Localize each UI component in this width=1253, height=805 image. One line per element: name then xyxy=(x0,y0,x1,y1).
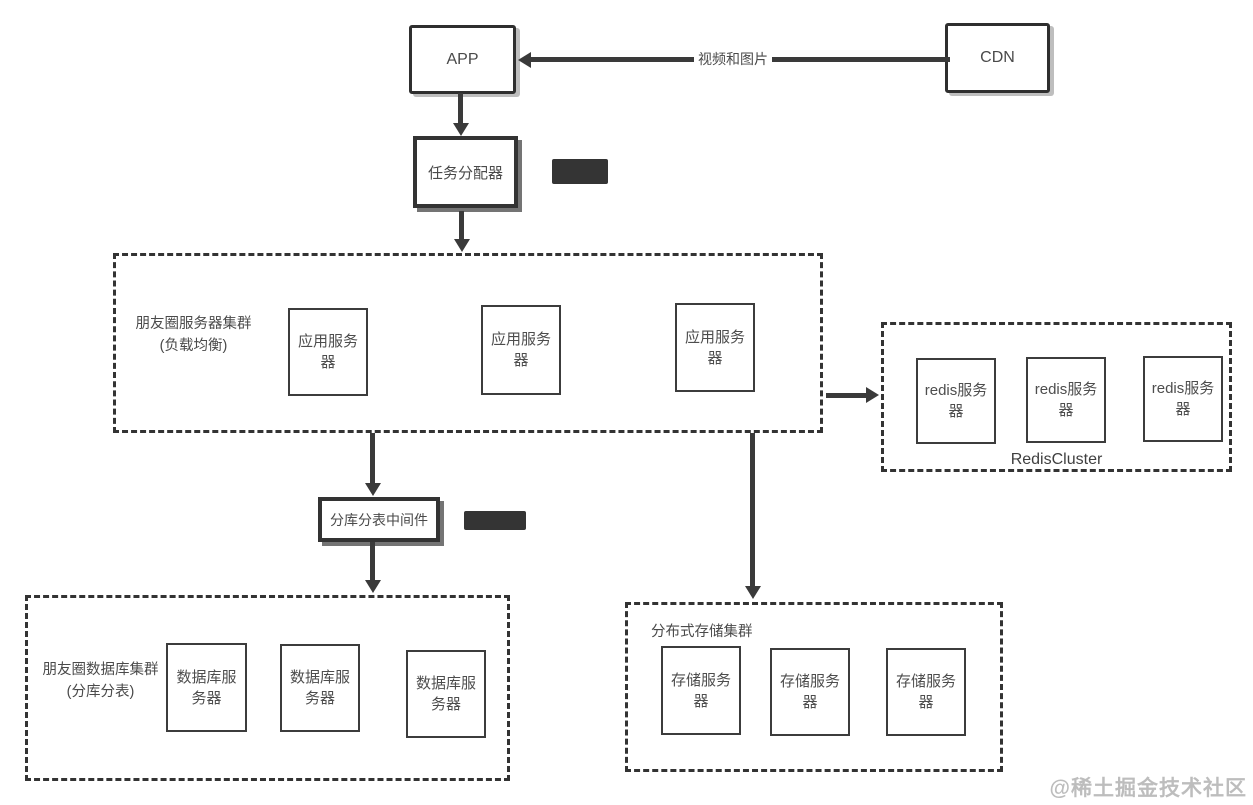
server-cluster-title: 朋友圈服务器集群 (负载均衡) xyxy=(135,316,252,354)
db-server-box: 数据库服务器 xyxy=(280,644,360,732)
storage-server-box: 存储服务器 xyxy=(770,648,850,736)
arrowhead-into-server-cluster xyxy=(454,239,470,252)
cdn-node: CDN xyxy=(945,23,1050,93)
edge-label-video-images: 视频和图片 xyxy=(694,48,772,70)
dark-label-beside-middleware xyxy=(464,511,526,530)
db-cluster: 朋友圈数据库集群 (分库分表) 数据库服务器 数据库服务器 数据库服务器 xyxy=(25,595,510,781)
db-cluster-title: 朋友圈数据库集群 (分库分表) xyxy=(42,662,159,700)
arrowhead-into-db-cluster xyxy=(365,580,381,593)
arrowhead-into-middleware xyxy=(365,483,381,496)
app-server-box: 应用服务器 xyxy=(675,303,755,392)
edge-cluster-to-redis-line xyxy=(826,393,870,398)
task-dispatcher-node: 任务分配器 xyxy=(413,136,518,208)
edge-dispatcher-to-cluster-line xyxy=(459,211,464,241)
arrowhead-into-app xyxy=(518,52,531,68)
edge-cluster-to-middleware-line xyxy=(370,433,375,485)
redis-server-box: redis服务器 xyxy=(1026,357,1106,443)
storage-cluster-title: 分布式存储集群 xyxy=(651,624,753,640)
storage-server-box: 存储服务器 xyxy=(886,648,966,736)
redis-server-box: redis服务器 xyxy=(916,358,996,444)
db-server-box: 数据库服务器 xyxy=(166,643,247,732)
app-node: APP xyxy=(409,25,516,94)
cdn-node-label: CDN xyxy=(980,49,1015,66)
storage-server-box: 存储服务器 xyxy=(661,646,741,735)
arrowhead-into-storage-cluster xyxy=(745,586,761,599)
edge-cluster-to-storage-line xyxy=(750,433,755,588)
storage-cluster: 分布式存储集群 存储服务器 存储服务器 存储服务器 xyxy=(625,602,1003,772)
dark-label-beside-dispatcher xyxy=(552,159,608,184)
redis-server-box: redis服务器 xyxy=(1143,356,1223,442)
app-server-box: 应用服务器 xyxy=(288,308,368,396)
edge-middleware-to-db-line xyxy=(370,542,375,582)
edge-app-to-dispatcher-line xyxy=(458,93,463,125)
app-server-box: 应用服务器 xyxy=(481,305,561,395)
arrowhead-into-redis-cluster xyxy=(866,387,879,403)
redis-cluster-title: RedisCluster xyxy=(1010,451,1103,468)
arrowhead-into-dispatcher xyxy=(453,123,469,136)
sharding-middleware-node: 分库分表中间件 xyxy=(318,497,440,542)
sharding-middleware-label: 分库分表中间件 xyxy=(330,511,428,528)
db-server-box: 数据库服务器 xyxy=(406,650,486,738)
watermark: @稀土掘金技术社区 xyxy=(1049,777,1247,800)
task-dispatcher-label: 任务分配器 xyxy=(427,164,503,182)
app-node-label: APP xyxy=(446,50,479,68)
redis-cluster: redis服务器 redis服务器 redis服务器 RedisCluster xyxy=(881,322,1232,472)
server-cluster: 朋友圈服务器集群 (负载均衡) 应用服务器 应用服务器 应用服务器 xyxy=(113,253,823,433)
